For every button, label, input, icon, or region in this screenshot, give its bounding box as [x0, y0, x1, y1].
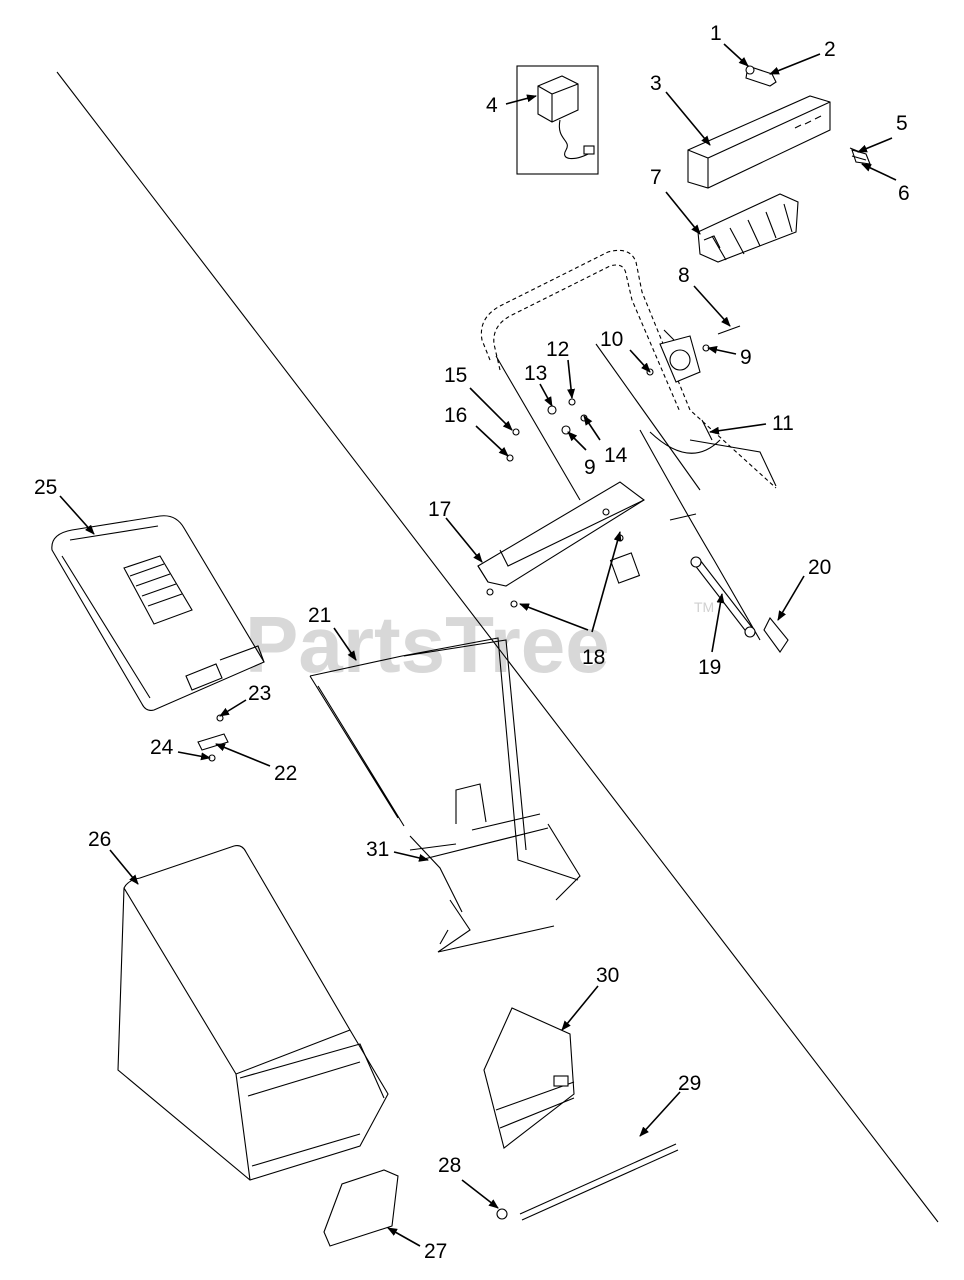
- callout-30: 30: [596, 964, 619, 987]
- callout-22: 22: [274, 762, 297, 785]
- callout-5: 5: [896, 112, 908, 135]
- callout-20: 20: [808, 556, 831, 579]
- part-bag-end: [323, 1169, 399, 1247]
- callout-15: 15: [444, 364, 467, 387]
- callout-26: 26: [88, 828, 111, 851]
- part-top-cover: [51, 515, 265, 711]
- callout-14: 14: [604, 444, 628, 467]
- callout-8: 8: [678, 264, 690, 287]
- callout-12: 12: [546, 338, 569, 361]
- part-battery-cover: [687, 95, 831, 189]
- part-bag: [117, 845, 389, 1181]
- callout-10: 10: [600, 328, 623, 351]
- callout-27: 27: [424, 1240, 447, 1263]
- part-charger: [516, 65, 599, 175]
- callout-labels: 1 2 3 4 5 6 7 8 9 10 11 12 13 14 9 15 16…: [34, 22, 910, 1263]
- callout-29: 29: [678, 1072, 701, 1095]
- watermark: PartsTree: [245, 600, 610, 689]
- callout-16: 16: [444, 404, 467, 427]
- callout-9a: 9: [740, 346, 752, 369]
- callout-2: 2: [824, 38, 836, 61]
- callout-4: 4: [486, 94, 498, 117]
- callout-1: 1: [710, 22, 722, 45]
- callout-18: 18: [582, 646, 605, 669]
- part-rod-29: [519, 1143, 679, 1221]
- leader-lines: [59, 43, 897, 1247]
- callout-3: 3: [650, 72, 662, 95]
- callout-19: 19: [698, 656, 721, 679]
- watermark-tm: TM: [694, 599, 714, 615]
- callout-17: 17: [428, 498, 451, 521]
- callout-21: 21: [308, 604, 331, 627]
- callout-31: 31: [366, 838, 389, 861]
- callout-25: 25: [34, 476, 57, 499]
- part-flap: [483, 1007, 575, 1149]
- part-rod: [717, 325, 741, 335]
- part-handle: [480, 249, 777, 501]
- callout-28: 28: [438, 1154, 461, 1177]
- callout-9b: 9: [584, 456, 596, 479]
- callout-11: 11: [772, 412, 794, 435]
- part-clip: [197, 714, 229, 762]
- divider-line: [56, 71, 939, 1223]
- callout-13: 13: [524, 362, 547, 385]
- callout-7: 7: [650, 166, 662, 189]
- part-fuse: [745, 65, 777, 87]
- part-battery-pack: [697, 193, 799, 263]
- part-bag-frame: [309, 637, 581, 953]
- part-switch: [649, 329, 777, 487]
- callout-24: 24: [150, 736, 174, 759]
- callout-23: 23: [248, 682, 271, 705]
- part-knob: [496, 1208, 508, 1220]
- callout-6: 6: [898, 182, 910, 205]
- part-bracket: [477, 481, 645, 608]
- part-cable: [639, 429, 789, 653]
